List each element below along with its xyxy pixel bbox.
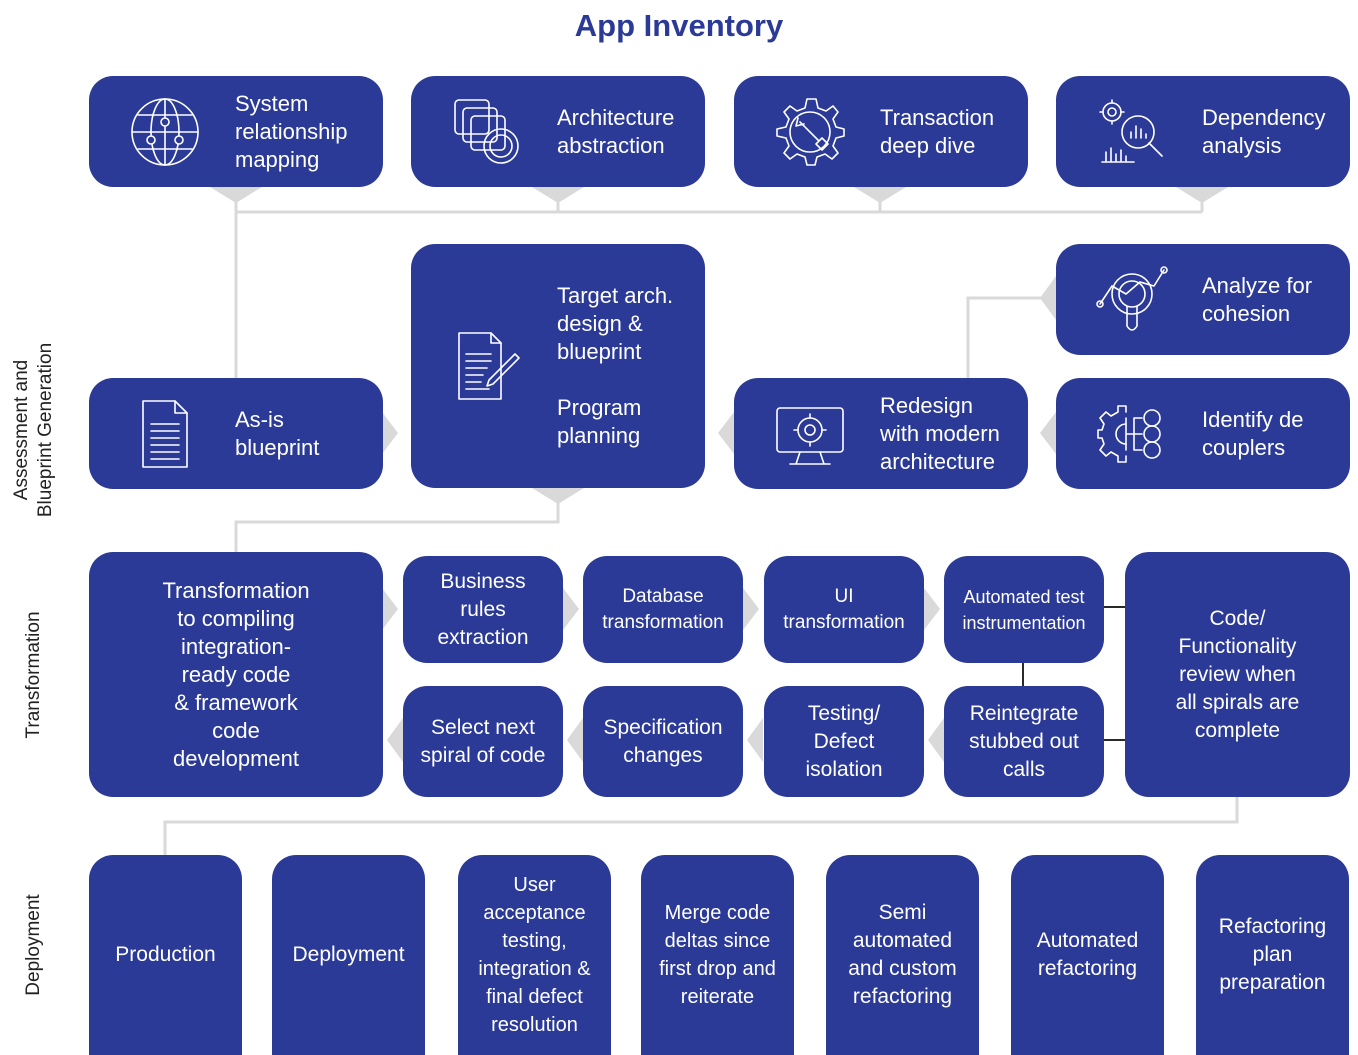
code-functionality-review-label: Code/ Functionality review when all spir… bbox=[1175, 606, 1300, 742]
identify-decouplers-label: Identify de couplers bbox=[1202, 406, 1304, 460]
redesign-modern-architecture-box: Redesign with modern architecture bbox=[734, 378, 1028, 489]
merge-code-deltas-label: Merge code deltas since first drop and r… bbox=[659, 902, 776, 1008]
select-next-spiral-box: Select next spiral of code bbox=[403, 686, 563, 797]
business-rules-extraction-box: Business rules extraction bbox=[403, 556, 563, 663]
ui-transformation-label: UI transformation bbox=[783, 585, 905, 633]
dependency-analysis-label: Dependency analysis bbox=[1202, 104, 1326, 158]
redesign-modern-architecture-label: Redesign with modern architecture bbox=[880, 392, 1000, 474]
database-transformation-label: Database transformation bbox=[602, 585, 724, 633]
transaction-deep-dive-box: Transaction deep dive bbox=[734, 76, 1028, 187]
specification-changes-label: Specification changes bbox=[603, 715, 723, 767]
phase-label-assessment: Assessment and Blueprint Generation bbox=[11, 342, 56, 518]
phase-label-deployment: Deployment bbox=[23, 894, 44, 996]
automated-test-instrumentation-box: Automated test instrumentation bbox=[944, 556, 1104, 663]
gear-network-icon bbox=[1097, 404, 1161, 463]
refactoring-plan-preparation-label: Refactoring plan preparation bbox=[1218, 915, 1327, 994]
deployment-label: Deployment bbox=[292, 943, 405, 966]
document-icon bbox=[142, 399, 188, 468]
user-acceptance-testing-label: User acceptance testing, integration & f… bbox=[478, 874, 591, 1036]
target-arch-design-box: Target arch. design & blueprint Program … bbox=[411, 244, 705, 488]
specification-changes-box: Specification changes bbox=[583, 686, 743, 797]
architecture-abstraction-box: Architecture abstraction bbox=[411, 76, 705, 187]
deployment-box: Deployment bbox=[272, 855, 425, 1055]
system-relationship-mapping-label: System relationship mapping bbox=[235, 90, 348, 172]
gear-wrench-icon bbox=[776, 97, 845, 166]
automated-refactoring-label: Automated refactoring bbox=[1036, 929, 1139, 980]
analyze-cohesion-label: Analyze for cohesion bbox=[1202, 272, 1313, 326]
code-functionality-review-box: Code/ Functionality review when all spir… bbox=[1125, 552, 1350, 797]
select-next-spiral-label: Select next spiral of code bbox=[420, 715, 546, 767]
identify-decouplers-box: Identify de couplers bbox=[1056, 378, 1350, 489]
production-label: Production bbox=[115, 943, 216, 966]
architecture-abstraction-label: Architecture abstraction bbox=[557, 104, 675, 158]
transaction-deep-dive-label: Transaction deep dive bbox=[880, 104, 995, 158]
automated-refactoring-box: Automated refactoring bbox=[1011, 855, 1164, 1055]
semi-automated-refactoring-box: Semi automated and custom refactoring bbox=[826, 855, 979, 1055]
layers-icon bbox=[454, 98, 519, 164]
globe-network-icon bbox=[131, 97, 199, 166]
reintegrate-stubbed-calls-box: Reintegrate stubbed out calls bbox=[944, 686, 1104, 797]
database-transformation-box: Database transformation bbox=[583, 556, 743, 663]
testing-defect-isolation-label: Testing/ Defect isolation bbox=[805, 701, 883, 781]
as-is-blueprint-label: As-is blueprint bbox=[235, 406, 320, 460]
target-arch-design-label: Target arch. design & blueprint Program … bbox=[557, 283, 674, 448]
phase-label-transformation: Transformation bbox=[23, 611, 44, 739]
monitor-gear-icon bbox=[776, 406, 844, 465]
transformation-compiling-box: Transformation to compiling integration-… bbox=[89, 552, 383, 797]
system-relationship-mapping-box: System relationship mapping bbox=[89, 76, 383, 187]
semi-automated-refactoring-label: Semi automated and custom refactoring bbox=[848, 901, 957, 1008]
document-pen-icon bbox=[458, 332, 520, 400]
gear-chart-magnifier-icon bbox=[1099, 98, 1163, 163]
as-is-blueprint-box: As-is blueprint bbox=[89, 378, 383, 489]
testing-defect-isolation-box: Testing/ Defect isolation bbox=[764, 686, 924, 797]
merge-code-deltas-box: Merge code deltas since first drop and r… bbox=[641, 855, 794, 1055]
magnifier-chart-icon bbox=[1096, 265, 1168, 331]
automated-test-instrumentation-label: Automated test instrumentation bbox=[962, 586, 1086, 633]
dependency-analysis-box: Dependency analysis bbox=[1056, 76, 1350, 187]
refactoring-plan-preparation-box: Refactoring plan preparation bbox=[1196, 855, 1349, 1055]
production-box: Production bbox=[89, 855, 242, 1055]
transformation-compiling-label: Transformation to compiling integration-… bbox=[162, 577, 310, 771]
page-title: App Inventory bbox=[574, 8, 784, 43]
analyze-cohesion-box: Analyze for cohesion bbox=[1056, 244, 1350, 355]
reintegrate-stubbed-calls-label: Reintegrate stubbed out calls bbox=[969, 701, 1079, 781]
business-rules-extraction-label: Business rules extraction bbox=[437, 569, 529, 649]
user-acceptance-testing-box: User acceptance testing, integration & f… bbox=[458, 855, 611, 1055]
ui-transformation-box: UI transformation bbox=[764, 556, 924, 663]
